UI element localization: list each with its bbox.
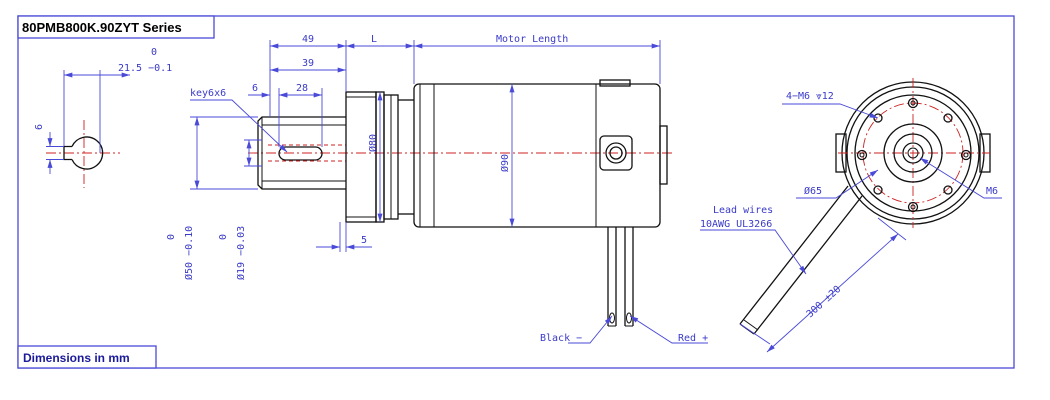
dimension-L: L <box>371 34 377 45</box>
center-thread-label: M6 <box>986 186 998 197</box>
dimension-49: 49 <box>302 34 314 45</box>
units-note-block: Dimensions in mm <box>17 345 157 369</box>
pilot-tol-upper: 0 <box>166 234 177 240</box>
motor-diameter: Ø90 <box>499 154 511 172</box>
motor-body <box>413 83 661 228</box>
dimension-28: 28 <box>296 83 308 94</box>
shaft-keyway <box>278 146 323 161</box>
center-shaft <box>902 142 924 164</box>
pilot-diameter: Ø50 −0.10 <box>183 226 195 280</box>
bolt-hole-left <box>856 149 868 161</box>
cable-gland <box>599 135 633 171</box>
shaft-key-view: 0 21.5 −0.1 6 <box>34 47 172 188</box>
series-title: 80PMB800K.90ZYT Series <box>22 20 182 35</box>
lead-wires <box>607 227 634 327</box>
motor-front-view: 4−M6 ⩔12 Ø65 M6 Lead wires 10AWG UL3266 … <box>700 78 1002 353</box>
dimension-6: 6 <box>252 83 258 94</box>
wire-spec-label: 10AWG UL3266 <box>700 219 772 230</box>
key-length-tol-upper: 0 <box>151 47 157 58</box>
bolt-circle-diameter: Ø65 <box>804 185 822 197</box>
shaft-diameter: Ø19 −0.03 <box>235 226 247 280</box>
bolt-hole-bottom <box>907 201 919 213</box>
lead-wires-label: Lead wires <box>713 205 773 216</box>
key-length-dimension: 21.5 −0.1 <box>118 63 172 74</box>
lead-red-label: Red + <box>678 333 708 344</box>
units-note: Dimensions in mm <box>23 351 130 365</box>
lead-length-dimension: 300 ±20 <box>805 284 844 320</box>
shaft-tol-upper: 0 <box>218 234 229 240</box>
dimension-motor-length: Motor Length <box>496 34 568 45</box>
key-label: key6x6 <box>190 88 226 99</box>
lead-black-label: Black − <box>540 333 582 344</box>
motor-side-view: Black − Red + 49 L Motor Length 39 6 28 … <box>166 34 708 344</box>
dimension-39: 39 <box>302 58 314 69</box>
bolt-hole-top <box>907 97 919 109</box>
output-shaft <box>257 116 346 190</box>
flange-gap-dimension: 5 <box>361 235 367 246</box>
drawing-frame <box>17 15 1015 369</box>
tapped-holes-label: 4−M6 ⩔12 <box>786 91 834 102</box>
gearbox-flange <box>345 91 377 223</box>
title-block: 80PMB800K.90ZYT Series <box>17 15 215 39</box>
flange-diameter: Ø80 <box>367 134 379 152</box>
key-height-dimension: 6 <box>34 124 45 130</box>
bolt-hole-right <box>960 149 972 161</box>
